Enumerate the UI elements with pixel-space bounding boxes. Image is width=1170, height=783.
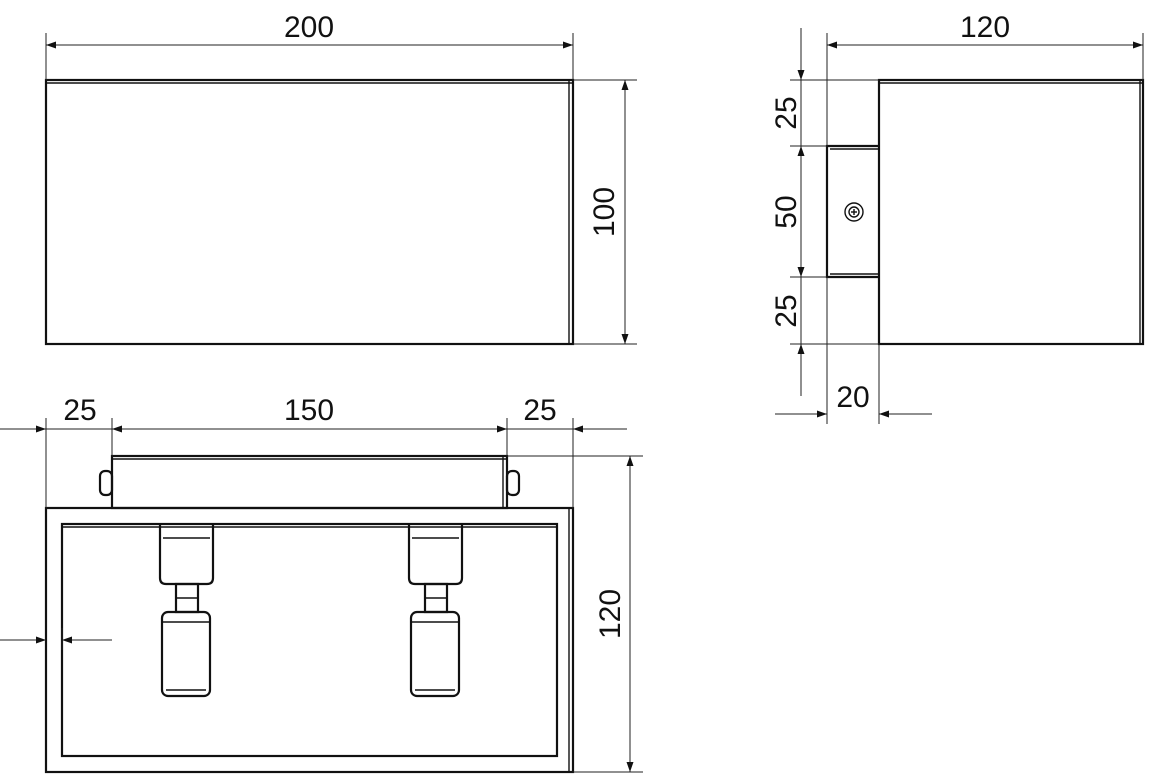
bottom-left-offset-label: 25 xyxy=(63,394,96,427)
bottom-depth-label: 120 xyxy=(594,589,627,639)
front-width-label: 200 xyxy=(284,11,334,44)
side-bracket-depth-label: 20 xyxy=(836,381,869,414)
side-bottom-offset-label: 25 xyxy=(770,294,803,327)
bottom-mounting-plate xyxy=(110,454,509,510)
bottom-screw-right xyxy=(505,469,521,497)
front-view-body xyxy=(44,78,575,346)
bottom-screw-left xyxy=(98,469,114,497)
side-view-bracket xyxy=(825,144,879,279)
bottom-housing-outer xyxy=(44,506,575,774)
screw-icon xyxy=(844,202,864,222)
lamp-holder-left xyxy=(158,524,215,698)
bottom-right-offset-label: 25 xyxy=(523,394,556,427)
lamp-holder-right xyxy=(407,524,464,698)
side-top-offset-label: 25 xyxy=(770,96,803,129)
side-view: 120 25 50 25 20 xyxy=(770,11,1145,424)
side-view-body xyxy=(877,78,1145,346)
bottom-view: 25 150 25 120 xyxy=(0,394,643,774)
front-view: 200 100 xyxy=(44,11,637,346)
side-depth-label: 120 xyxy=(960,11,1010,44)
bottom-bracket-width-label: 150 xyxy=(284,394,334,427)
side-bracket-height-label: 50 xyxy=(770,195,803,228)
front-height-label: 100 xyxy=(588,187,621,237)
bottom-housing-inner xyxy=(60,522,559,758)
